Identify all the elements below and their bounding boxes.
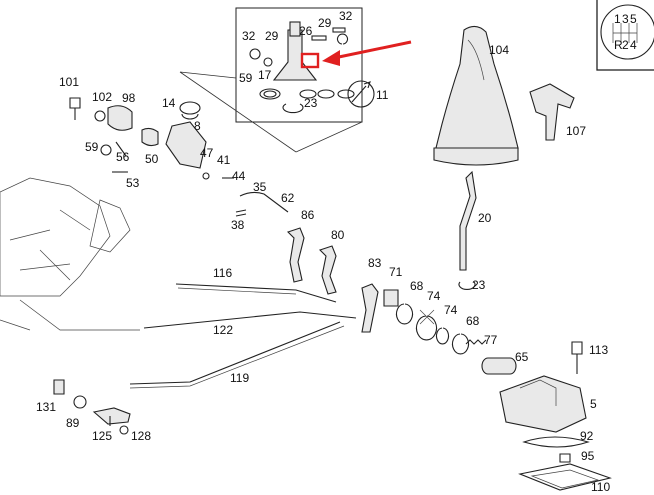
callout-89: 89 [66, 416, 80, 430]
callout-68b: 68 [466, 314, 480, 328]
callout-62: 62 [281, 191, 295, 205]
callout-17: 17 [258, 68, 272, 82]
callout-14: 14 [162, 96, 176, 110]
callout-47: 47 [200, 146, 214, 160]
gear-label-1: 1 [614, 12, 621, 26]
callout-95: 95 [581, 449, 595, 463]
highlight-box [300, 52, 320, 69]
callout-23a: 23 [304, 96, 318, 110]
callout-8: 8 [194, 119, 201, 133]
callout-125: 125 [92, 429, 112, 443]
callout-41: 41 [217, 153, 231, 167]
callout-20: 20 [478, 211, 492, 225]
callout-59b: 59 [85, 140, 99, 154]
callout-26: 26 [299, 24, 313, 38]
callout-5: 5 [590, 397, 597, 411]
selector-shaft-parts: 83 71 68 74 74 68 77 65 [361, 256, 529, 375]
callout-74b: 74 [444, 303, 458, 317]
gear-label-r: R [614, 38, 623, 52]
callout-80: 80 [331, 228, 345, 242]
callout-35: 35 [253, 180, 267, 194]
transmission-housing [0, 177, 140, 331]
left-small-parts: 101 102 98 14 8 59 56 50 47 41 53 44 35 … [59, 75, 295, 232]
callout-11: 11 [376, 88, 389, 102]
callout-74a: 74 [427, 289, 441, 303]
callout-92: 92 [580, 429, 594, 443]
bracket-107: 107 [529, 83, 586, 141]
callout-38: 38 [231, 218, 245, 232]
callout-23b: 23 [472, 278, 486, 292]
shift-boot: 104 [433, 25, 519, 166]
gear-label-4: 4 [630, 38, 637, 52]
callout-50: 50 [145, 152, 159, 166]
callout-102: 102 [92, 90, 112, 104]
callout-98: 98 [122, 91, 136, 105]
callout-71: 71 [389, 265, 403, 279]
lever-detail-box: 32 29 26 29 32 59 17 23 11 [235, 7, 412, 123]
lever-86: 86 [286, 208, 315, 283]
callout-128: 128 [131, 429, 151, 443]
gear-label-3: 3 [622, 12, 629, 26]
callout-107: 107 [566, 124, 586, 138]
gear-label-5: 5 [630, 12, 637, 26]
callout-68a: 68 [410, 279, 424, 293]
callout-119: 119 [230, 371, 249, 385]
highlight-arrow [333, 40, 412, 60]
gear-label-2: 2 [622, 38, 629, 52]
callout-65: 65 [515, 350, 529, 364]
callout-101: 101 [59, 75, 79, 89]
callout-83: 83 [368, 256, 382, 270]
callout-116: 116 [213, 266, 232, 280]
callout-131: 131 [36, 400, 56, 414]
callout-110: 110 [591, 480, 610, 494]
callout-44: 44 [232, 169, 246, 183]
shift-rods: 116 122 119 [129, 266, 357, 389]
callout-113: 113 [589, 343, 608, 357]
bottom-left-parts: 131 89 125 128 [36, 379, 151, 443]
callout-86: 86 [301, 208, 315, 222]
callout-29a: 29 [265, 29, 279, 43]
lever-80: 80 [318, 228, 345, 295]
callout-32b: 32 [339, 9, 353, 23]
shifter-housing: 113 5 92 95 110 [499, 341, 612, 494]
callout-77: 77 [484, 333, 498, 347]
callout-56: 56 [116, 150, 130, 164]
callout-122: 122 [213, 323, 233, 337]
callout-59a: 59 [239, 71, 253, 85]
callout-104: 104 [489, 43, 509, 57]
callout-32a: 32 [242, 29, 256, 43]
shift-pattern-inset: 1 3 5 R 2 4 [596, 0, 654, 71]
callout-53: 53 [126, 176, 140, 190]
callout-29b: 29 [318, 16, 332, 30]
shift-rod-20: 20 23 [458, 170, 492, 292]
